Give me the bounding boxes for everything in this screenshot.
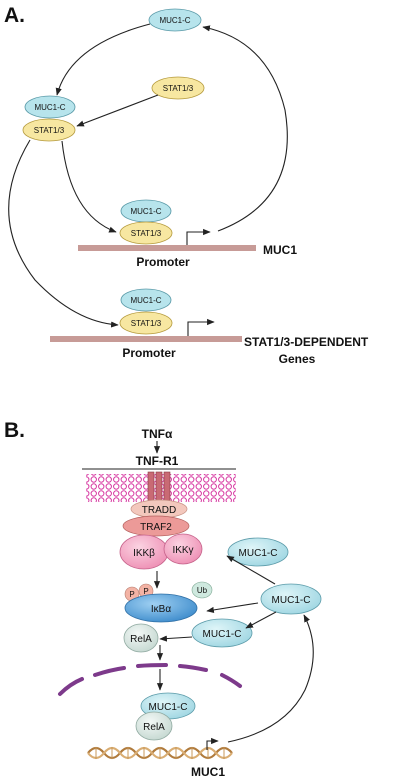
ubiquitin-node: Ub bbox=[191, 581, 213, 599]
muc1c-right-node: MUC1-C bbox=[260, 583, 322, 615]
panel-b-label: B. bbox=[4, 419, 25, 442]
nuclear-rela-node: RelA bbox=[135, 711, 173, 741]
promoter1-tss-arrow bbox=[186, 228, 211, 245]
promoter2-stat-node: STAT1/3 bbox=[119, 311, 173, 335]
promoter1-bar bbox=[78, 245, 256, 251]
svg-text:MUC1-C: MUC1-C bbox=[130, 207, 161, 216]
receptor-label: TNF-R1 bbox=[136, 454, 179, 468]
dna-helix bbox=[87, 746, 233, 760]
promoter2-tss-arrow bbox=[187, 318, 215, 336]
nuclear-envelope-4 bbox=[178, 664, 208, 672]
arrow-muc1-feedback bbox=[202, 25, 288, 232]
svg-text:P: P bbox=[143, 587, 148, 596]
svg-text:RelA: RelA bbox=[143, 722, 165, 733]
svg-text:MUC1-C: MUC1-C bbox=[272, 595, 311, 606]
rela-node: RelA bbox=[123, 623, 159, 653]
promoter1-muc1c-node: MUC1-C bbox=[120, 199, 172, 223]
promoter1-label: Promoter bbox=[136, 255, 190, 269]
svg-text:MUC1-C: MUC1-C bbox=[239, 548, 278, 559]
arrow-complex-to-promoter1 bbox=[61, 140, 117, 233]
svg-text:P: P bbox=[129, 590, 134, 599]
tradd-node: TRADD bbox=[130, 499, 188, 519]
svg-text:IκBα: IκBα bbox=[151, 604, 171, 615]
arrow-muc1-gene-to-muc1c bbox=[227, 614, 314, 743]
svg-text:STAT1/3: STAT1/3 bbox=[163, 84, 194, 93]
svg-text:RelA: RelA bbox=[130, 634, 152, 645]
panel-a-label: A. bbox=[4, 4, 25, 27]
gene2-label-line2: Genes bbox=[279, 352, 316, 366]
promoter2-label: Promoter bbox=[122, 346, 176, 360]
arrow-muc1c-to-complex bbox=[55, 23, 151, 96]
svg-text:STAT1/3: STAT1/3 bbox=[131, 319, 162, 328]
muc1-gene-label: MUC1 bbox=[191, 765, 225, 779]
svg-text:TRAF2: TRAF2 bbox=[140, 522, 172, 533]
free-stat-node: STAT1/3 bbox=[151, 76, 205, 100]
muc1c-ikba-node: MUC1-C bbox=[191, 618, 253, 648]
svg-text:MUC1-C: MUC1-C bbox=[159, 16, 190, 25]
complex-muc1c-node: MUC1-C bbox=[24, 95, 76, 119]
arrow-muc1c-to-ikba-node bbox=[245, 611, 277, 629]
promoter2-muc1c-node: MUC1-C bbox=[120, 288, 172, 312]
svg-text:STAT1/3: STAT1/3 bbox=[131, 229, 162, 238]
muc1-tss-arrow bbox=[206, 737, 219, 750]
svg-text:STAT1/3: STAT1/3 bbox=[34, 126, 65, 135]
nuclear-envelope-3 bbox=[136, 663, 168, 668]
arrow-muc1c-to-rela bbox=[159, 635, 193, 642]
complex-stat-node: STAT1/3 bbox=[22, 118, 76, 142]
svg-text:Ub: Ub bbox=[197, 586, 208, 595]
tnfa-label: TNFα bbox=[142, 427, 173, 441]
svg-text:IKKβ: IKKβ bbox=[133, 548, 155, 559]
promoter1-stat-node: STAT1/3 bbox=[119, 221, 173, 245]
gene2-label-line1: STAT1/3-DEPENDENT bbox=[244, 335, 369, 349]
nuclear-envelope-2 bbox=[93, 666, 126, 677]
svg-text:IKKγ: IKKγ bbox=[172, 545, 193, 556]
nuclear-envelope-1 bbox=[58, 677, 84, 696]
traf2-node: TRAF2 bbox=[122, 515, 190, 537]
ikkb-node: IKKβ bbox=[119, 534, 169, 570]
ikkg-node: IKKγ bbox=[163, 533, 203, 565]
svg-text:TRADD: TRADD bbox=[142, 505, 176, 516]
promoter2-bar bbox=[50, 336, 242, 342]
arrow-muc1c-to-ikk-node bbox=[226, 555, 276, 585]
arrow-complex-to-promoter2 bbox=[8, 139, 119, 328]
svg-text:MUC1-C: MUC1-C bbox=[130, 296, 161, 305]
gene1-label: MUC1 bbox=[263, 243, 297, 257]
muc1c-ikk-node: MUC1-C bbox=[227, 537, 289, 567]
arrow-stat-to-complex bbox=[76, 94, 159, 127]
top-muc1c-node: MUC1-C bbox=[148, 8, 202, 32]
arrow-muc1c-to-ikba bbox=[206, 602, 259, 613]
svg-text:MUC1-C: MUC1-C bbox=[149, 702, 188, 713]
svg-text:MUC1-C: MUC1-C bbox=[34, 103, 65, 112]
svg-text:MUC1-C: MUC1-C bbox=[203, 629, 242, 640]
nuclear-envelope-5 bbox=[220, 673, 242, 688]
ikba-node: IκBα bbox=[124, 593, 198, 623]
